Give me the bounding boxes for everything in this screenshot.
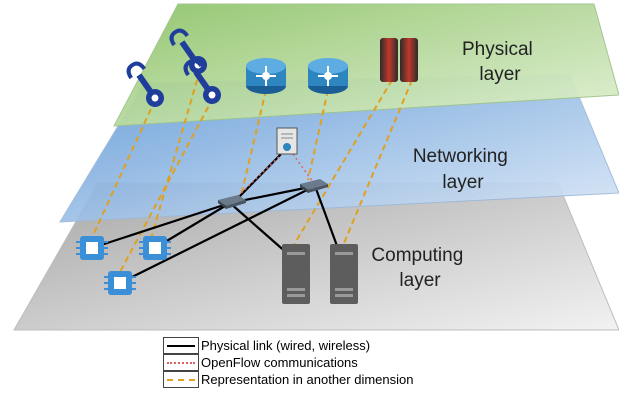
switch-icon: [300, 179, 328, 193]
switch-icon: [218, 195, 246, 209]
physical-layer-label: Physical layer: [462, 39, 538, 85]
physical-layer-plane: [113, 3, 619, 127]
openflow-links: [235, 149, 314, 199]
solid-line-swatch: [163, 337, 199, 354]
router-icon: [308, 58, 348, 94]
processor-icon: [139, 236, 171, 260]
dashed-line-swatch: [163, 371, 199, 388]
legend-item-openflow: OpenFlow communications: [163, 354, 493, 371]
processor-icon: [76, 236, 108, 260]
legend-item-dimension: Representation in another dimension: [163, 371, 493, 388]
computing-layer-label: Computing layer: [371, 245, 468, 291]
router-icon: [246, 58, 286, 94]
controller-icon: [276, 127, 298, 155]
server-rack-icon: [380, 38, 418, 82]
server-icon: [330, 244, 358, 304]
robot-arm-icon: [183, 58, 221, 104]
legend-label: Representation in another dimension: [201, 372, 414, 387]
robot-arm-icon: [126, 61, 164, 107]
legend-item-physical-link: Physical link (wired, wireless): [163, 337, 493, 354]
legend: Physical link (wired, wireless) OpenFlow…: [163, 337, 493, 388]
processor-icon: [104, 271, 136, 295]
server-icon: [282, 244, 310, 304]
dimension-links: [89, 69, 413, 273]
legend-label: OpenFlow communications: [201, 355, 358, 370]
networking-layer-label: Networking layer: [413, 146, 513, 193]
dotted-line-swatch: [163, 354, 199, 371]
legend-label: Physical link (wired, wireless): [201, 338, 371, 353]
physical-links: [91, 149, 342, 284]
